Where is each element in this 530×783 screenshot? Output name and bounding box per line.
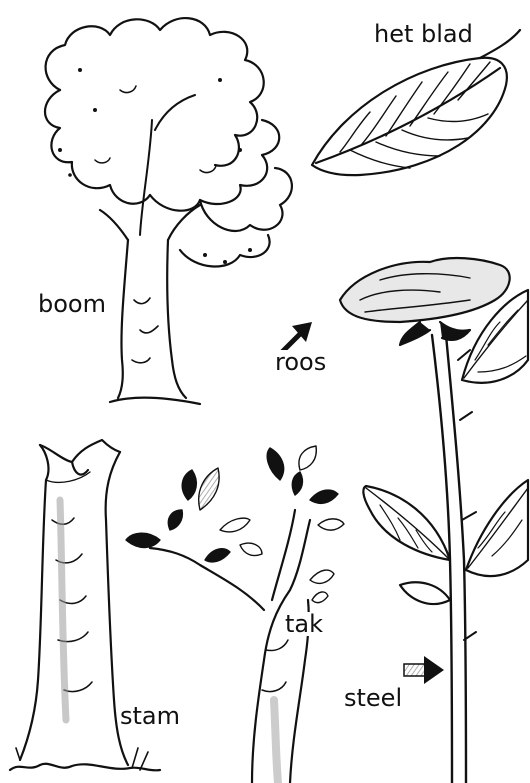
- label-tak: tak: [283, 612, 325, 636]
- label-roos: roos: [273, 350, 328, 374]
- label-steel: steel: [342, 686, 404, 710]
- label-het-blad: het blad: [372, 22, 475, 46]
- leaf-drawing: [312, 30, 520, 175]
- label-boom: boom: [36, 292, 108, 316]
- tree-drawing: [45, 18, 292, 404]
- steel-arrow: [404, 656, 444, 684]
- label-stam: stam: [118, 704, 182, 728]
